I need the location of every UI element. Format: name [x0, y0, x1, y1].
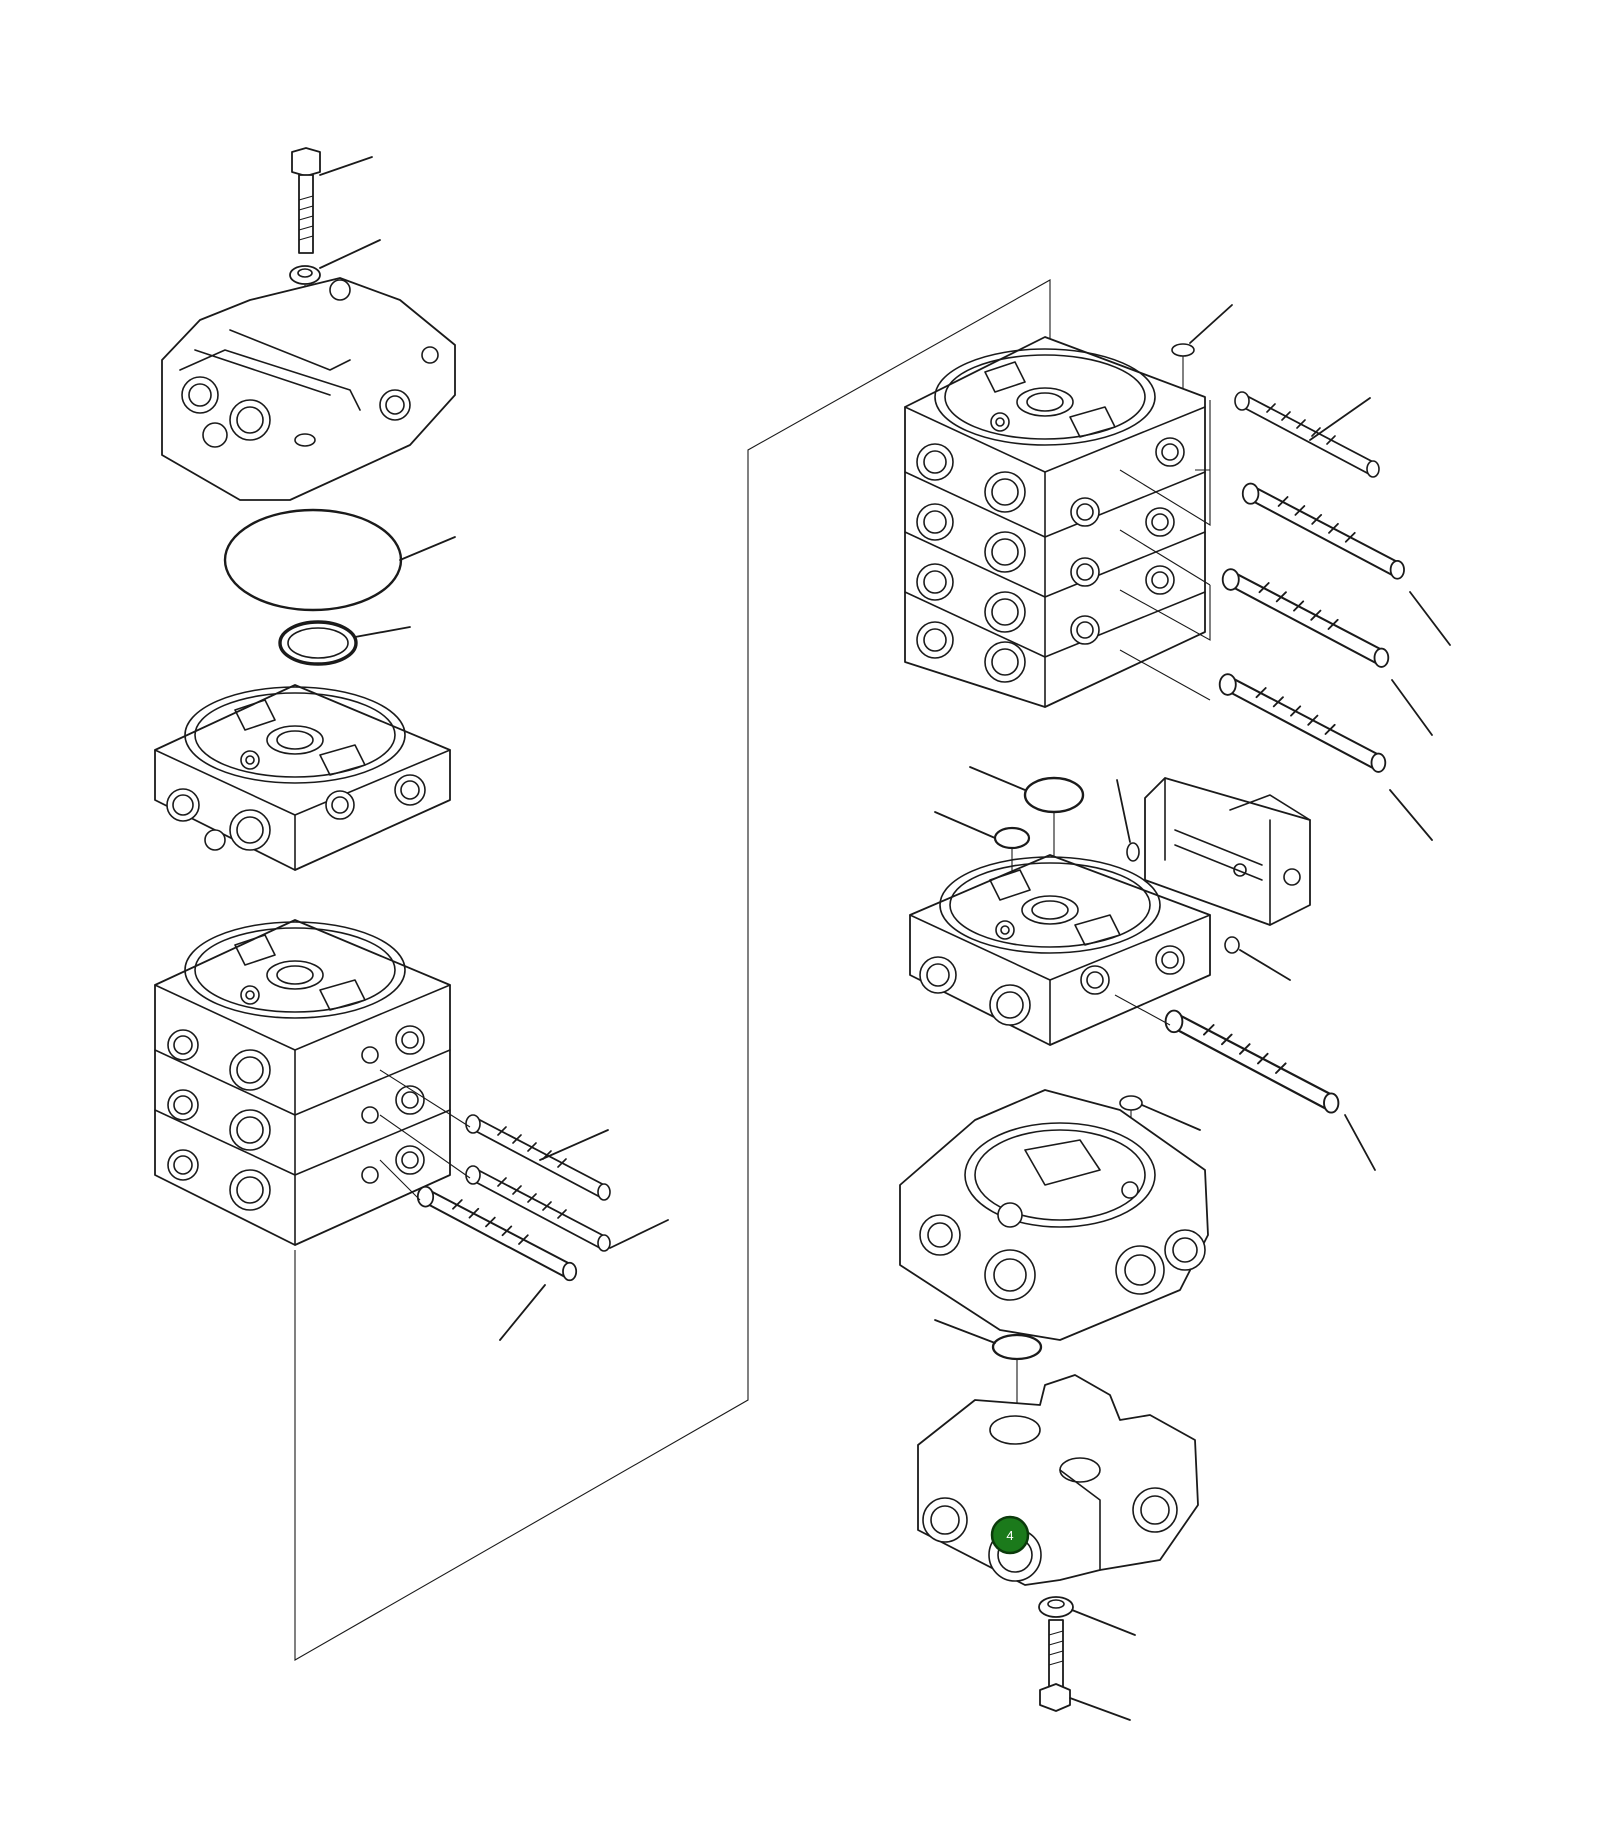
callout-marker[interactable]: 4 — [990, 1515, 1030, 1555]
leader-top-washer — [319, 239, 381, 269]
section-block-mid — [909, 854, 1211, 1046]
leader-spool-left-1 — [539, 1129, 609, 1161]
spool-right-4 — [1218, 673, 1387, 773]
top-washer — [289, 265, 321, 285]
lower-valve-body — [899, 1089, 1209, 1341]
spool-left-3 — [416, 1185, 578, 1282]
large-o-ring — [223, 508, 403, 612]
o-ring-small-top — [1171, 343, 1195, 357]
sealing-ring — [278, 620, 358, 666]
section-stack-left — [154, 919, 451, 1246]
o-ring-small-lower — [1119, 1095, 1143, 1111]
leader-sealing-ring — [354, 626, 411, 638]
bottom-washer — [1038, 1596, 1074, 1618]
o-ring-small-mid — [993, 826, 1031, 850]
o-ring-bottom — [991, 1333, 1043, 1361]
callout-label: 4 — [1006, 1528, 1013, 1543]
leader-spool-left-3 — [499, 1284, 546, 1341]
spool-right-1 — [1234, 391, 1380, 478]
bottom-cover — [917, 1374, 1199, 1586]
right-valve-stack: 4 — [899, 304, 1451, 1721]
spool-right-2 — [1241, 482, 1406, 580]
o-ring-tiny-1 — [1126, 842, 1140, 862]
leader-large-o-ring — [399, 536, 456, 561]
callout-circle[interactable] — [990, 1515, 1030, 1555]
bottom-bolt — [1039, 1619, 1071, 1712]
top-bolt — [291, 147, 321, 254]
leader-spool-left-2 — [609, 1219, 669, 1249]
left-valve-stack — [154, 147, 1051, 1661]
section-stack-right — [904, 336, 1206, 708]
spool-right-3 — [1221, 568, 1390, 668]
top-cover — [161, 277, 456, 501]
spool-right-5 — [1164, 1009, 1340, 1114]
o-ring-large-mid — [1023, 776, 1085, 814]
section-block-1 — [154, 684, 451, 871]
leader-top-bolt — [319, 156, 373, 176]
assembly-frame-line — [294, 279, 1051, 1661]
o-ring-tiny-2 — [1224, 936, 1240, 954]
